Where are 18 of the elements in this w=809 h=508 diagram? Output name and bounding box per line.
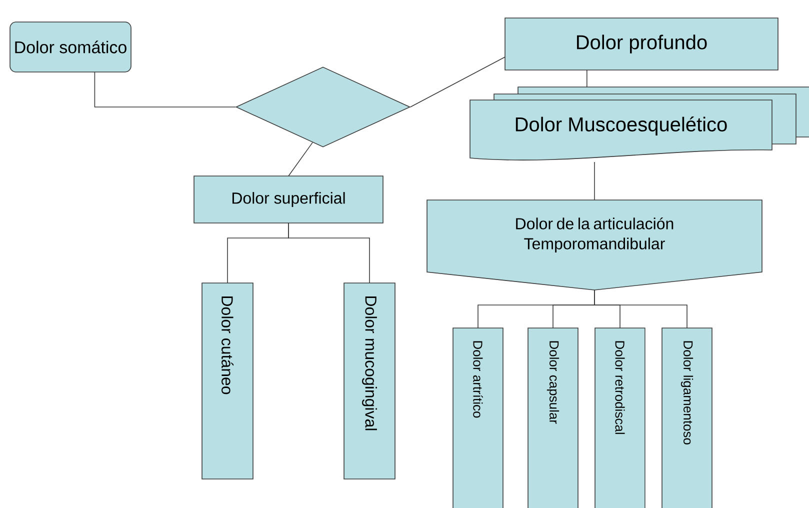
vertical-box: Dolor retrodiscal <box>594 328 646 508</box>
vertical-box: Dolor mucogingival <box>344 282 396 480</box>
rounded-box: Dolor somático <box>10 22 132 72</box>
offpage-connector: Dolor de la articulación Temporomandibular <box>426 200 762 290</box>
vertical-box: Dolor artrítico <box>452 328 504 508</box>
connector-line <box>410 56 506 108</box>
vertical-box: Dolor cutáneo <box>202 282 254 480</box>
connector-line <box>586 70 588 88</box>
connector-line <box>594 162 595 200</box>
vertical-box: Dolor capsular <box>528 328 578 508</box>
process-box: Dolor superficial <box>194 176 384 224</box>
connector-line <box>594 290 688 328</box>
connector-line <box>288 222 370 284</box>
connector-line <box>94 72 236 108</box>
vertical-box: Dolor ligamentoso <box>662 328 712 508</box>
connector-line <box>288 142 313 176</box>
document-stack: Dolor Muscoesquelético <box>470 86 809 160</box>
process-box: Dolor profundo <box>504 18 778 70</box>
